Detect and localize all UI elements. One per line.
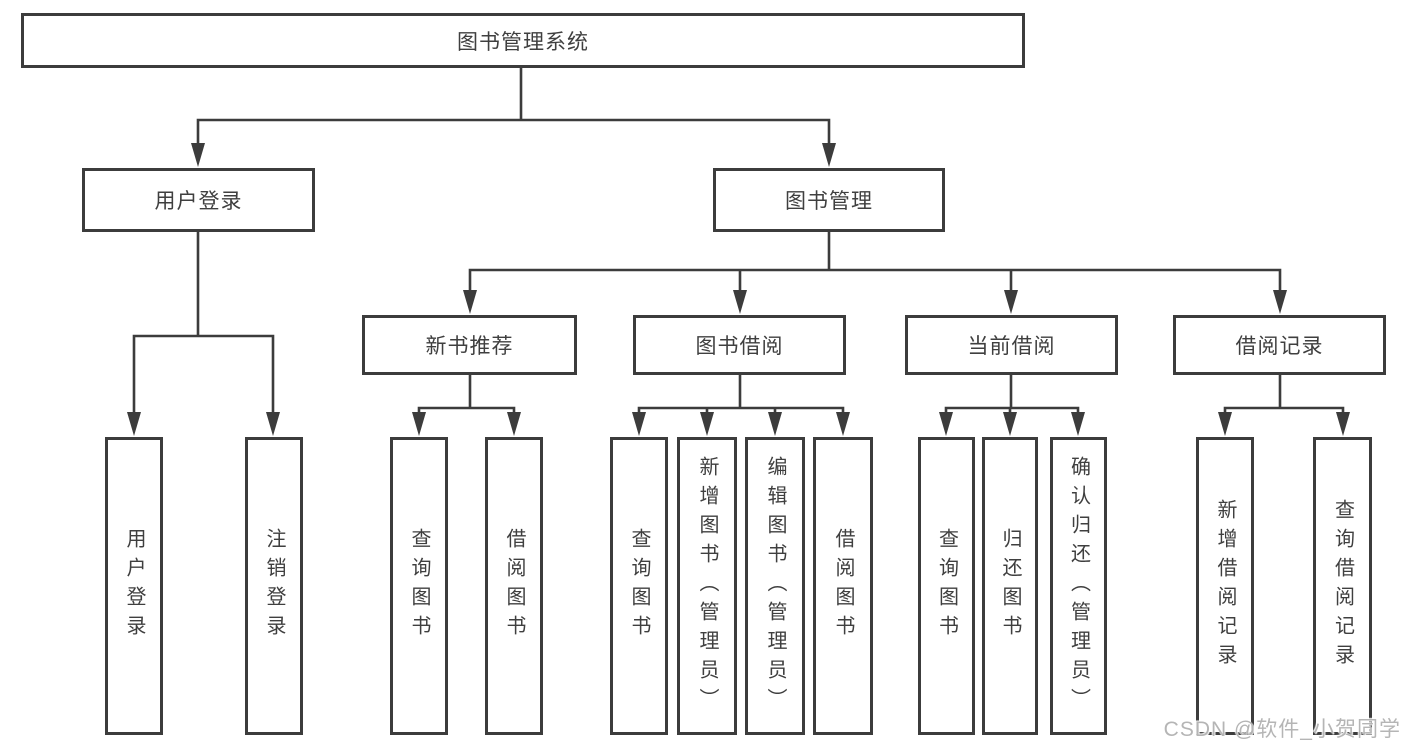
node-book-management: 图书管理 xyxy=(713,168,945,232)
arrowhead xyxy=(1336,412,1350,436)
leaf-label: 用户登录 xyxy=(123,528,145,644)
leaf-label: 借阅图书 xyxy=(503,528,525,644)
node-label: 图书借阅 xyxy=(695,335,784,358)
node-label: 用户登录 xyxy=(154,190,243,213)
arrowhead xyxy=(733,290,747,314)
leaf-label: 查询借阅记录 xyxy=(1331,499,1354,673)
arrowhead xyxy=(463,290,477,314)
connector-book-management xyxy=(468,230,1282,298)
leaf-label: 查询图书 xyxy=(408,528,430,644)
arrowhead xyxy=(822,143,836,167)
leaf-borrow-books: 借阅图书 xyxy=(813,437,873,735)
node-current-borrow: 当前借阅 xyxy=(905,315,1118,375)
leaf-query-borrow-record: 查询借阅记录 xyxy=(1313,437,1372,735)
leaf-logout: 注销登录 xyxy=(245,437,303,735)
node-label: 图书管理系统 xyxy=(457,30,589,54)
leaf-add-borrow-record: 新增借阅记录 xyxy=(1196,437,1254,735)
node-new-book-recommend: 新书推荐 xyxy=(362,315,577,375)
leaf-user-login: 用户登录 xyxy=(105,437,163,735)
connector-book-borrow xyxy=(637,373,845,420)
leaf-borrow-books-recommend: 借阅图书 xyxy=(485,437,543,735)
arrowhead xyxy=(1218,412,1232,436)
leaf-label: 查询图书 xyxy=(628,528,650,644)
arrowhead xyxy=(700,412,714,436)
leaf-query-books-borrow: 查询图书 xyxy=(610,437,668,735)
leaf-query-books-current: 查询图书 xyxy=(918,437,975,735)
leaf-label: 查询图书 xyxy=(935,528,958,644)
arrowhead xyxy=(127,412,141,436)
arrowhead xyxy=(939,412,953,436)
arrowhead xyxy=(836,412,850,436)
leaf-confirm-return-admin: 确认归还（管理员） xyxy=(1050,437,1107,735)
arrowhead xyxy=(266,412,280,436)
leaf-label: 借阅图书 xyxy=(832,528,854,644)
csdn-watermark: CSDN @软件_小贺同学 xyxy=(1163,718,1401,741)
leaf-return-books: 归还图书 xyxy=(982,437,1038,735)
leaf-label: 新增图书（管理员） xyxy=(696,455,718,717)
node-label: 图书管理 xyxy=(785,190,873,213)
arrowhead xyxy=(632,412,646,436)
leaf-add-books-admin: 新增图书（管理员） xyxy=(677,437,737,735)
arrowhead xyxy=(191,143,205,167)
connector-current-borrow xyxy=(944,373,1080,420)
arrowhead xyxy=(1004,290,1018,314)
arrowhead xyxy=(1071,412,1085,436)
node-book-borrow: 图书借阅 xyxy=(633,315,846,375)
arrowhead xyxy=(768,412,782,436)
node-library-management-system: 图书管理系统 xyxy=(21,13,1025,68)
connector-new-book xyxy=(417,373,516,420)
arrowhead xyxy=(1003,412,1017,436)
leaf-label: 确认归还（管理员） xyxy=(1067,455,1090,717)
connector-borrow-records xyxy=(1223,373,1345,420)
node-label: 当前借阅 xyxy=(967,335,1056,358)
node-borrow-records: 借阅记录 xyxy=(1173,315,1386,375)
connector-root xyxy=(196,64,831,148)
leaf-label: 新增借阅记录 xyxy=(1214,499,1236,673)
leaf-query-books-recommend: 查询图书 xyxy=(390,437,448,735)
connector-user-login xyxy=(132,230,275,418)
leaf-label: 编辑图书（管理员） xyxy=(764,455,786,717)
node-label: 新书推荐 xyxy=(425,335,514,358)
arrowhead xyxy=(412,412,426,436)
leaf-label: 归还图书 xyxy=(999,528,1021,644)
node-user-login: 用户登录 xyxy=(82,168,315,232)
leaf-edit-books-admin: 编辑图书（管理员） xyxy=(745,437,805,735)
node-label: 借阅记录 xyxy=(1235,335,1324,358)
arrowhead xyxy=(1273,290,1287,314)
arrowhead xyxy=(507,412,521,436)
leaf-label: 注销登录 xyxy=(263,528,285,644)
